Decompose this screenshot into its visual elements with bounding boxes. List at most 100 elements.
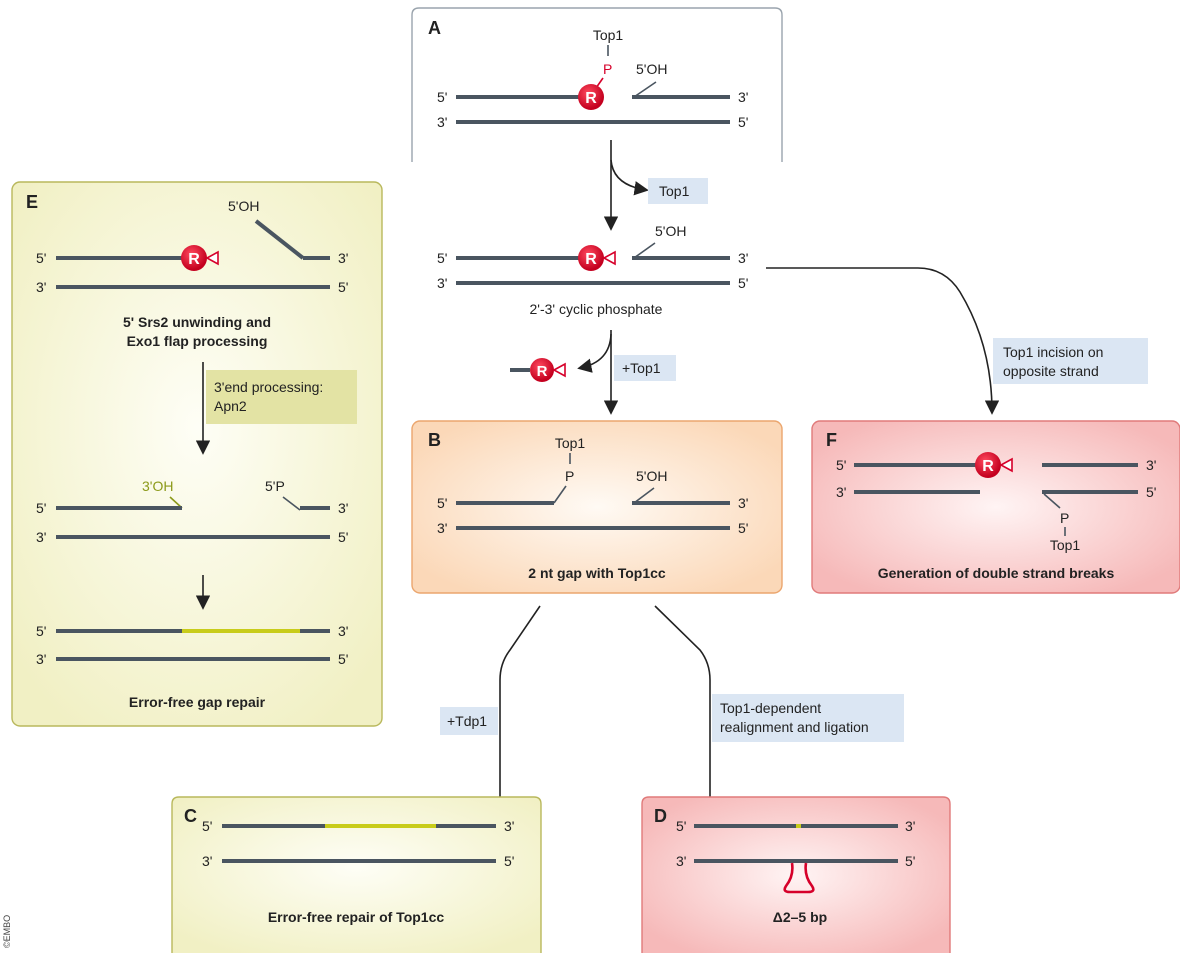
panel-b-bottom-3: 3' <box>437 520 447 536</box>
panel-a-top1-label: Top1 <box>593 27 624 43</box>
panel-e-5p: 5'P <box>265 478 285 494</box>
panel-b-5oh-link <box>633 487 655 504</box>
panel-e-bottom-5-b: 5' <box>338 529 348 545</box>
panel-d-caption: Δ2–5 bp <box>773 909 827 925</box>
a2-bottom-3: 3' <box>437 275 447 291</box>
panel-e-step-tag <box>206 370 357 424</box>
a2-top-3: 3' <box>738 250 748 266</box>
panel-d-top-3: 3' <box>905 818 915 834</box>
panel-e-letter: E <box>26 192 38 212</box>
panel-c-bottom-5: 5' <box>504 853 514 869</box>
tag-incision-line2: opposite strand <box>1003 363 1099 379</box>
panel-a-top-5: 5' <box>437 89 447 105</box>
panel-a: A Top1 P 5'OH 5' 3' R 3' 5' <box>411 7 783 162</box>
panel-e-top-5: 5' <box>36 250 46 266</box>
panel-c-top-5: 5' <box>202 818 212 834</box>
released-ribonucleotide <box>530 358 554 382</box>
panel-c-bottom-3: 3' <box>202 853 212 869</box>
copyright-credit: ©EMBO <box>2 915 12 948</box>
panel-a-5oh: 5'OH <box>636 61 667 77</box>
panel-e-top-5-b: 5' <box>36 500 46 516</box>
panel-c-frame <box>171 796 542 953</box>
tag-incision <box>993 338 1148 384</box>
intermediate-cyclic-phosphate: 5'OH 5' 3' R 3' 5' 2'-3' cyclic phosphat… <box>437 223 748 317</box>
panel-b-5oh: 5'OH <box>636 468 667 484</box>
panel-e-top-3-b: 3' <box>338 500 348 516</box>
a2-r: R <box>585 251 597 268</box>
arrow-top1-release <box>610 159 649 196</box>
panel-e-caption1-line1: 5' Srs2 unwinding and <box>123 314 271 330</box>
a2-top-5: 5' <box>437 250 447 266</box>
panel-f: F 5' R 3' 3' 5' P Top1 Generation of dou… <box>811 420 1180 594</box>
panel-e-ribonucleotide <box>181 245 207 271</box>
panel-b-bottom-5: 5' <box>738 520 748 536</box>
panel-e-bottom-3: 3' <box>36 279 46 295</box>
panel-e-step-line1: 3'end processing: <box>214 379 323 395</box>
panel-a-r: R <box>585 90 597 107</box>
tag-plus-top1 <box>614 355 676 381</box>
panel-f-top1: Top1 <box>1050 537 1081 553</box>
panel-a-bottom-3: 3' <box>437 114 447 130</box>
tag-realign <box>712 694 904 742</box>
panel-f-caption: Generation of double strand breaks <box>878 565 1115 581</box>
panel-e-top-3-c: 3' <box>338 623 348 639</box>
panel-e-bottom-3-b: 3' <box>36 529 46 545</box>
arrow-a2-to-f <box>766 267 1000 415</box>
panel-c-caption: Error-free repair of Top1cc <box>268 909 445 925</box>
panel-e-caption1-line2: Exo1 flap processing <box>127 333 268 349</box>
panel-e-bottom-5: 5' <box>338 279 348 295</box>
panel-a-phosphate: P <box>603 61 612 77</box>
panel-d-deletion-loop <box>783 862 815 894</box>
panel-a-letter: A <box>428 18 441 38</box>
panel-c-letter: C <box>184 806 197 826</box>
tag-plus-top1-text: +Top1 <box>622 360 661 376</box>
panel-c: C 5' 3' 3' 5' Error-free repair of Top1c… <box>171 796 542 953</box>
panel-b-top1: Top1 <box>555 435 586 451</box>
a2-5oh: 5'OH <box>655 223 686 239</box>
tag-tdp1 <box>440 707 498 735</box>
panel-d-bottom-5: 5' <box>905 853 915 869</box>
panel-b-letter: B <box>428 430 441 450</box>
tag-realign-line1: Top1-dependent <box>720 700 821 716</box>
panel-f-letter: F <box>826 430 837 450</box>
tag-incision-line1: Top1 incision on <box>1003 344 1103 360</box>
a2-5oh-link <box>633 242 656 259</box>
panel-e-3oh: 3'OH <box>142 478 173 494</box>
panel-b-frame <box>411 420 783 594</box>
tag-top1-release <box>648 178 708 204</box>
panel-a-5oh-link <box>633 81 657 98</box>
panel-f-bottom-5: 5' <box>1146 484 1156 500</box>
a2-caption: 2'-3' cyclic phosphate <box>530 301 663 317</box>
panel-f-top-5: 5' <box>836 457 846 473</box>
panel-e-bottom-5-c: 5' <box>338 651 348 667</box>
panel-e-r: R <box>188 251 200 268</box>
panel-e-step-line2: Apn2 <box>214 398 247 414</box>
panel-b-caption: 2 nt gap with Top1cc <box>528 565 666 581</box>
panel-d-letter: D <box>654 806 667 826</box>
arrow-b-to-c <box>492 605 541 841</box>
panel-e-caption2: Error-free gap repair <box>129 694 266 710</box>
released-r: R <box>537 363 548 380</box>
panel-e-flap <box>254 219 305 260</box>
panel-d: D 5' 3' 3' 5' Δ2–5 bp <box>641 796 951 953</box>
panel-d-top-5: 5' <box>676 818 686 834</box>
a2-bottom-5: 5' <box>738 275 748 291</box>
panel-d-frame <box>641 796 951 953</box>
panel-b-p-link <box>553 485 567 504</box>
panel-a-frame <box>411 7 783 162</box>
panel-e-5p-link <box>282 496 301 511</box>
panel-e-top-3: 3' <box>338 250 348 266</box>
a2-cyclic-phosphate-icon <box>602 250 616 266</box>
panel-f-r: R <box>982 458 994 475</box>
arrow-ribo-release <box>577 333 612 373</box>
panel-e: E 5'OH 3' 5' R 3' 5' 5' Srs2 unwinding a… <box>11 181 383 727</box>
panel-f-p-link <box>1043 493 1061 509</box>
panel-b-p: P <box>565 468 574 484</box>
arrow-b-to-d <box>654 605 718 841</box>
panel-f-cyclic-phosphate-icon <box>999 457 1013 473</box>
panel-c-top-3: 3' <box>504 818 514 834</box>
panel-b-top-3: 3' <box>738 495 748 511</box>
panel-b: B Top1 P 5'OH 5' 3' 3' 5' 2 nt gap with … <box>411 420 783 594</box>
panel-b-top-5: 5' <box>437 495 447 511</box>
